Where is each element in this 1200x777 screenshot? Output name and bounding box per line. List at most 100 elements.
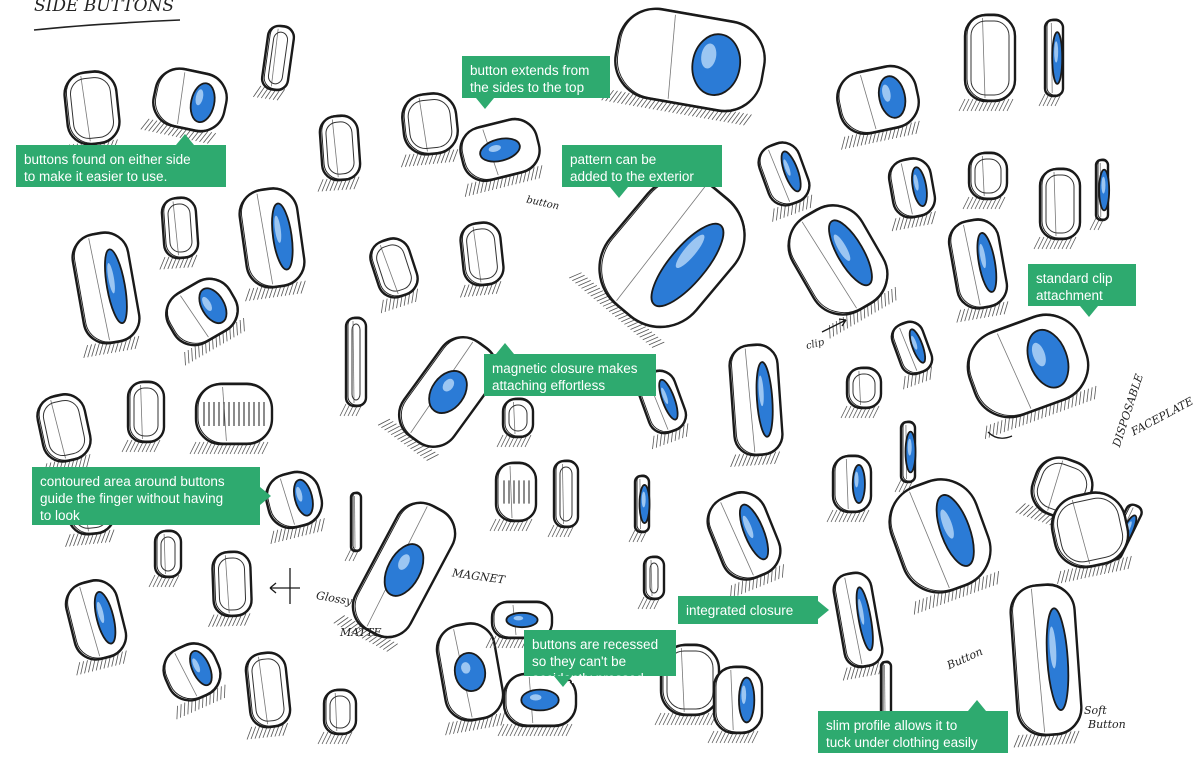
- sketch-button-highlight: [882, 84, 891, 102]
- sketch-device: [1038, 18, 1065, 107]
- sketch-body: [494, 461, 538, 523]
- callout-contoured-line2: guide the finger without having: [40, 491, 224, 506]
- callout-slim-line1: slim profile allows it to: [826, 718, 958, 733]
- sketch-body-line: [461, 117, 540, 180]
- sketch-body-line: [263, 24, 295, 90]
- sketch-blue-button: [520, 688, 560, 712]
- sketch-device: [832, 571, 884, 681]
- sketch-contour-line: [1031, 588, 1046, 733]
- sketch-device: [707, 665, 764, 744]
- sketch-body-line: [371, 237, 418, 297]
- callout-integrated-line1: integrated closure: [686, 603, 794, 618]
- sketch-contour-line: [418, 97, 428, 152]
- sketch-contour-line: [509, 465, 513, 519]
- sketch-contour-line: [844, 577, 863, 665]
- sketch-inner-panel: [1056, 497, 1124, 563]
- sketch-device: [489, 461, 538, 532]
- sketch-device: [162, 642, 226, 720]
- sketch-body-line: [966, 13, 1016, 101]
- callout-contoured: contoured area around buttons guide the …: [32, 467, 271, 525]
- sketch-blue-button: [189, 82, 216, 124]
- sketch-device: [1089, 158, 1111, 231]
- sketch-device: [148, 529, 183, 588]
- sketch-contour-line: [279, 478, 295, 525]
- sketch-body-line: [759, 141, 810, 205]
- sketch-contour-line: [909, 491, 950, 589]
- sketch-body-line: [1012, 583, 1082, 735]
- sketch-inner-panel: [466, 228, 498, 280]
- sketch-contour-line: [680, 647, 685, 713]
- callout-sides-to-top-line2: the sides to the top: [470, 80, 585, 95]
- sketch-device: [459, 221, 505, 298]
- sketch-contour-line: [963, 224, 981, 306]
- sketch-contour-line: [667, 14, 676, 99]
- sketch-device: [757, 141, 813, 222]
- sketch-device: [208, 550, 253, 628]
- sketch-blue-button: [738, 503, 770, 561]
- sketch-contour-line: [650, 559, 653, 597]
- sketch-device: [637, 555, 666, 610]
- sketch-button-highlight: [742, 515, 754, 539]
- sketch-contour-line: [858, 370, 861, 406]
- sketch-body-line: [247, 651, 291, 727]
- callout-clip-line2: attachment: [1036, 288, 1103, 303]
- sketch-body-line: [835, 571, 883, 667]
- sketch-body-line: [241, 187, 305, 287]
- sketch-body-line: [67, 579, 127, 659]
- sketch-button-highlight: [641, 491, 646, 508]
- sketch-body: [160, 196, 200, 260]
- sketch-inner-panel: [407, 99, 453, 149]
- sketch-contour-line: [845, 458, 849, 510]
- sketch-blue-button: [828, 219, 873, 287]
- sketch-inner-panel: [325, 121, 355, 175]
- callout-recessed-line2: so they can't be: [532, 654, 627, 669]
- sketch-device: [165, 277, 245, 366]
- sketch-device: [1033, 167, 1082, 250]
- callout-recessed: buttons are recessed so they can't be ac…: [524, 630, 676, 687]
- sketch-inner-panel: [351, 323, 361, 401]
- sketch-contour-line: [270, 28, 279, 87]
- sketch-device: [1009, 583, 1083, 748]
- sketch-device: [1050, 491, 1132, 585]
- sketch-button-highlight: [96, 601, 105, 624]
- sketch-contour-line: [50, 400, 66, 459]
- sketch-device: [894, 420, 917, 493]
- sketch-device: [63, 70, 121, 158]
- sketch-device: [966, 313, 1097, 440]
- sketch-body-line: [892, 320, 933, 373]
- sketch-body-line: [645, 555, 665, 599]
- sketch-button-highlight: [513, 616, 524, 621]
- sketch-body-line: [197, 382, 273, 444]
- sketch-inner-panel: [69, 77, 115, 139]
- sketch-inner-panel: [329, 695, 351, 729]
- sketch-inner-panel: [133, 387, 159, 437]
- sketch-device: [189, 382, 274, 455]
- sketch-body-line: [834, 454, 872, 512]
- sketch-body: [36, 393, 92, 463]
- sketch-contour-line: [768, 149, 791, 202]
- sketch-blue-button: [738, 676, 756, 724]
- callout-recessed-line3: accidently pressed: [532, 671, 644, 686]
- sketch-contour-line: [334, 692, 338, 732]
- sketch-button-highlight: [858, 598, 865, 625]
- sketch-body: [728, 343, 784, 457]
- sketch-contour-line: [180, 295, 209, 338]
- sketch-body-line: [838, 64, 919, 133]
- sketch-inner-panel: [559, 466, 573, 522]
- sketch-device: [787, 204, 897, 339]
- sketch-device: [888, 478, 999, 615]
- sketch-body-line: [155, 67, 228, 131]
- sketch-device: [244, 651, 292, 740]
- sketch-button-highlight: [398, 554, 410, 570]
- sketch-device: [947, 218, 1009, 323]
- sketch-contour-line: [80, 75, 91, 142]
- sketch-button-highlight: [488, 145, 501, 152]
- sketch-device: [64, 579, 128, 676]
- sketch-inner-panel: [974, 158, 1002, 194]
- sketch-body-line: [731, 343, 783, 455]
- sketch-body-line: [890, 157, 936, 217]
- sketch-button-highlight: [461, 662, 471, 674]
- sketch-contour-line: [1071, 499, 1091, 564]
- sketch-body-line: [950, 218, 1008, 308]
